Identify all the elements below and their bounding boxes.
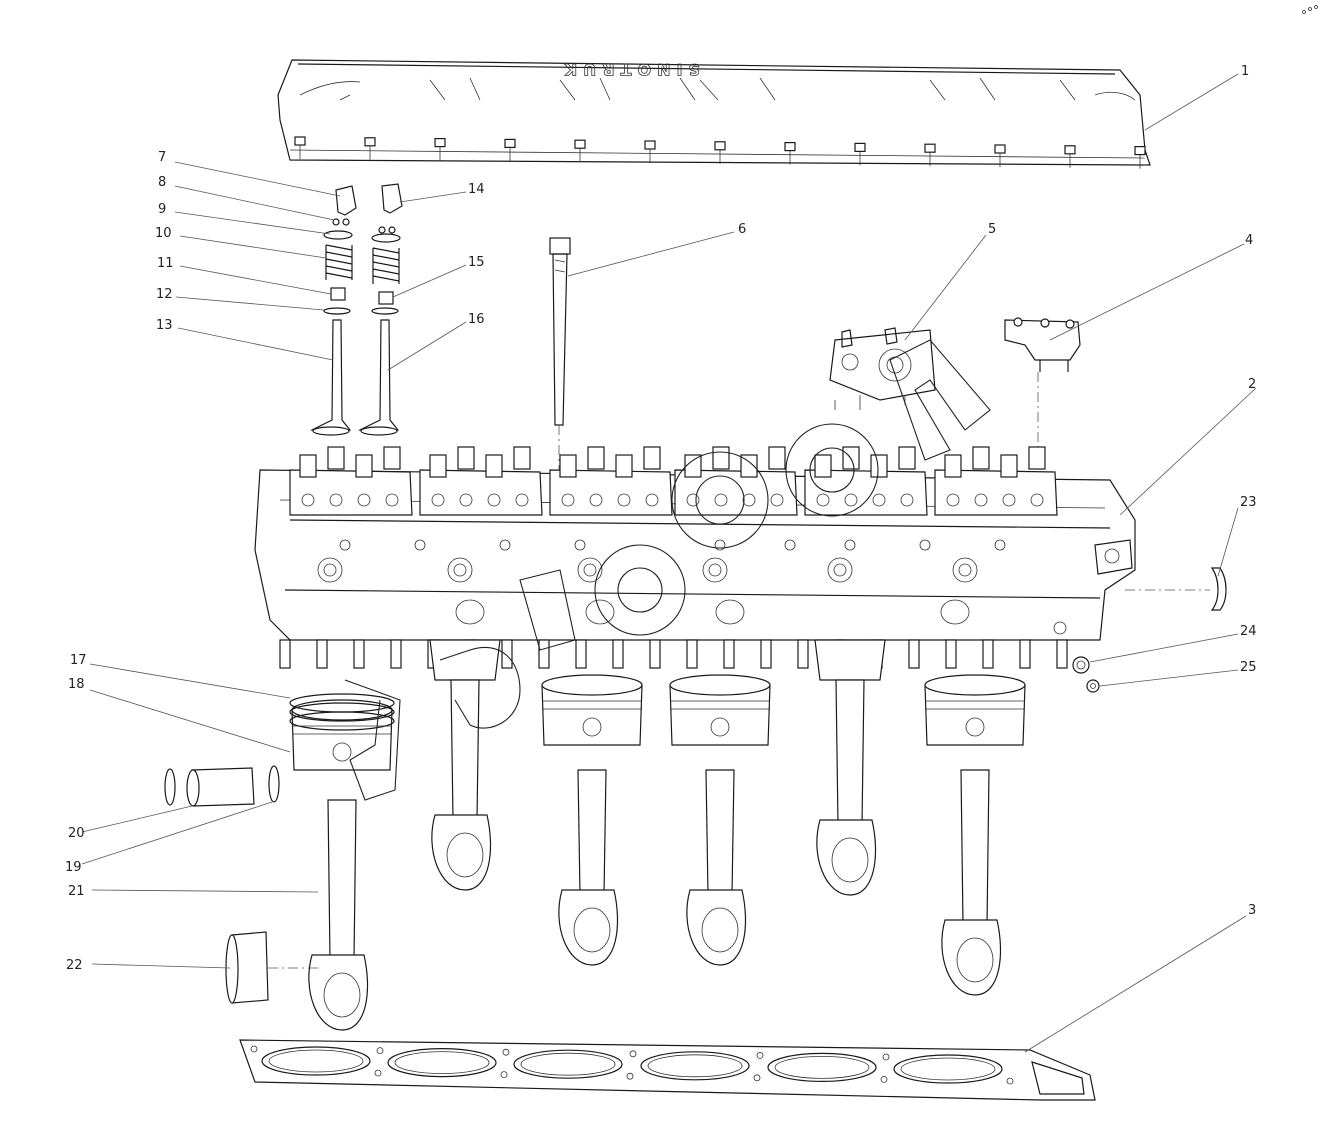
callout-9: 9: [158, 202, 166, 217]
cylinder-head: [254, 446, 1210, 669]
callout-12: 12: [156, 287, 173, 302]
callout-11: 11: [157, 256, 174, 271]
nut: [1086, 679, 1100, 693]
callout-20: 20: [68, 826, 85, 841]
callout-23: 23: [1240, 495, 1257, 510]
sealing-ring: [1072, 656, 1090, 674]
callout-21: 21: [68, 884, 85, 899]
watermark: [344, 339, 991, 801]
piston-rod-3: [541, 674, 643, 966]
callout-8: 8: [158, 175, 166, 190]
piston-rod-1: [291, 699, 393, 1031]
callout-17: 17: [70, 653, 87, 668]
valve-assembly-right: [357, 183, 403, 436]
callout-2: 2: [1248, 377, 1256, 392]
callout-6: 6: [738, 222, 746, 237]
cover-lettering: SINOTRUK: [559, 60, 700, 79]
callout-25: 25: [1240, 660, 1257, 675]
callout-4: 4: [1245, 233, 1253, 248]
expansion-plug: [1210, 567, 1227, 611]
piston-rod-4: [669, 674, 771, 966]
piston-rings: [289, 693, 395, 731]
callout-15: 15: [468, 255, 485, 270]
rocker-arm-assembly: [829, 327, 936, 410]
callout-3: 3: [1248, 903, 1256, 918]
piston-pin: [164, 765, 280, 807]
piston-rod-5: [814, 639, 886, 896]
callout-14: 14: [468, 182, 485, 197]
cylinder-head-bolt: [549, 237, 571, 470]
callout-24: 24: [1240, 624, 1257, 639]
callout-16: 16: [468, 312, 485, 327]
leader-lines: [81, 73, 1257, 1053]
callout-10: 10: [155, 226, 172, 241]
head-gasket: [239, 1039, 1096, 1101]
callout-13: 13: [156, 318, 173, 333]
piston-rod-6: [924, 674, 1026, 996]
connecting-rod-bearing: [225, 931, 320, 1004]
rocker-bracket: [1004, 317, 1081, 470]
corner-mark: [1302, 5, 1318, 14]
callout-19: 19: [65, 860, 82, 875]
piston-rod-group: [291, 639, 1026, 1031]
valve-assembly-left: [309, 185, 357, 436]
valve-cover: SINOTRUK: [277, 59, 1151, 169]
callout-7: 7: [158, 150, 166, 165]
piston-rod-2: [429, 639, 501, 891]
callout-18: 18: [68, 677, 85, 692]
callout-1: 1: [1241, 64, 1249, 79]
callout-22: 22: [66, 958, 83, 973]
callout-5: 5: [988, 222, 996, 237]
callout-labels: 1 2 3 4 5 6 7 8 9 10 11 12 13 14 15 16 1…: [65, 64, 1257, 973]
